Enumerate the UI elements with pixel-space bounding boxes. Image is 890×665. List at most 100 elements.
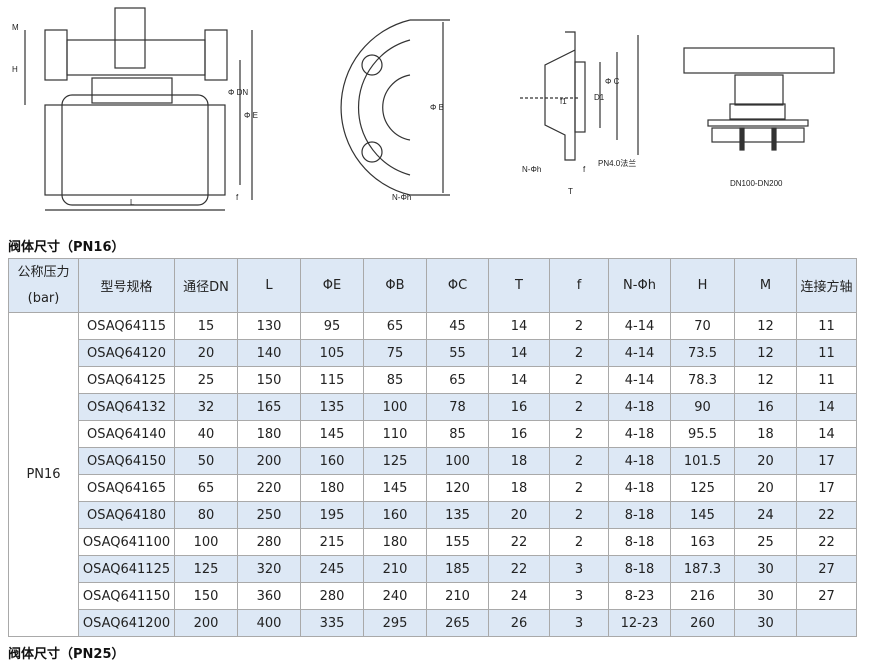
table-cell: 320: [237, 555, 301, 583]
table-cell: 185: [426, 555, 489, 583]
column-header: ΦC: [426, 258, 489, 313]
table-cell: [796, 609, 857, 637]
column-header: N-Φh: [608, 258, 671, 313]
table-cell: 130: [237, 312, 301, 340]
table-cell: 155: [426, 528, 489, 556]
table-cell: 8-23: [608, 582, 671, 610]
table-cell: 101.5: [670, 447, 735, 475]
table-cell: 3: [549, 555, 609, 583]
table-cell: 4-18: [608, 474, 671, 502]
table-cell: OSAQ64165: [78, 474, 175, 502]
table-cell: 17: [796, 474, 857, 502]
table-cell: 200: [237, 447, 301, 475]
table-cell: 260: [670, 609, 735, 637]
table-cell: 2: [549, 420, 609, 448]
table-cell: 25: [174, 366, 238, 394]
label-e: Φ E: [244, 111, 258, 120]
table-cell: 78: [426, 393, 489, 421]
table-cell: 4-18: [608, 420, 671, 448]
table-cell: 220: [237, 474, 301, 502]
table-cell: OSAQ64180: [78, 501, 175, 529]
column-header: ΦE: [300, 258, 364, 313]
table-cell: 4-14: [608, 312, 671, 340]
table-cell: 12: [734, 366, 797, 394]
actuator-mount-view: DN100-DN200: [683, 47, 835, 188]
table-cell: 195: [300, 501, 364, 529]
table-cell: 215: [300, 528, 364, 556]
table-cell: 100: [174, 528, 238, 556]
table-cell: 145: [363, 474, 427, 502]
table-cell: 2: [549, 474, 609, 502]
table-cell: 110: [363, 420, 427, 448]
table-cell: 4-14: [608, 366, 671, 394]
table-cell: 187.3: [670, 555, 735, 583]
table-cell: 125: [670, 474, 735, 502]
table-cell: OSAQ641125: [78, 555, 175, 583]
table-cell: 20: [488, 501, 550, 529]
table-cell: 2: [549, 366, 609, 394]
column-header: L: [237, 258, 301, 313]
table-cell: 115: [300, 366, 364, 394]
label-f: f: [236, 193, 239, 202]
table-cell: 14: [796, 393, 857, 421]
table-cell: 22: [488, 528, 550, 556]
table-cell: 20: [734, 447, 797, 475]
table-cell: 400: [237, 609, 301, 637]
table-cell: 85: [363, 366, 427, 394]
label-nh: N-Φh: [392, 193, 411, 202]
table-cell: 90: [670, 393, 735, 421]
label-b: Φ B: [430, 103, 444, 112]
table-cell: 4-18: [608, 447, 671, 475]
table-cell: 16: [734, 393, 797, 421]
table-cell: 4-18: [608, 393, 671, 421]
pressure-cell: PN16: [8, 312, 79, 637]
table-cell: 70: [670, 312, 735, 340]
table-cell: 22: [488, 555, 550, 583]
table-cell: OSAQ64150: [78, 447, 175, 475]
table-cell: 26: [488, 609, 550, 637]
label-range: DN100-DN200: [730, 179, 783, 188]
label-h: H: [12, 65, 18, 74]
table-cell: 14: [488, 339, 550, 367]
table-cell: 12: [734, 312, 797, 340]
table-cell: 145: [300, 420, 364, 448]
section-title-pn25: 阀体尺寸（PN25）: [8, 647, 125, 662]
table-cell: 18: [488, 474, 550, 502]
table-cell: 160: [300, 447, 364, 475]
table-cell: 2: [549, 447, 609, 475]
table-cell: 265: [426, 609, 489, 637]
table-cell: 135: [426, 501, 489, 529]
table-cell: 3: [549, 609, 609, 637]
table-cell: 180: [237, 420, 301, 448]
table-cell: 27: [796, 555, 857, 583]
table-cell: 14: [796, 420, 857, 448]
table-cell: 8-18: [608, 501, 671, 529]
table-cell: 12: [734, 339, 797, 367]
table-cell: 150: [174, 582, 238, 610]
table-cell: 80: [174, 501, 238, 529]
column-header: 连接方轴: [796, 258, 857, 313]
table-cell: 200: [174, 609, 238, 637]
table-cell: 65: [174, 474, 238, 502]
label-l: L: [130, 198, 135, 207]
table-cell: 20: [734, 474, 797, 502]
table-cell: 180: [300, 474, 364, 502]
table-cell: 11: [796, 312, 857, 340]
table-cell: 20: [174, 339, 238, 367]
table-cell: 30: [734, 555, 797, 583]
table-cell: 210: [363, 555, 427, 583]
table-cell: OSAQ64125: [78, 366, 175, 394]
table-cell: 100: [363, 393, 427, 421]
table-cell: 30: [734, 582, 797, 610]
table-cell: 18: [734, 420, 797, 448]
column-header: M: [734, 258, 797, 313]
table-cell: 335: [300, 609, 364, 637]
